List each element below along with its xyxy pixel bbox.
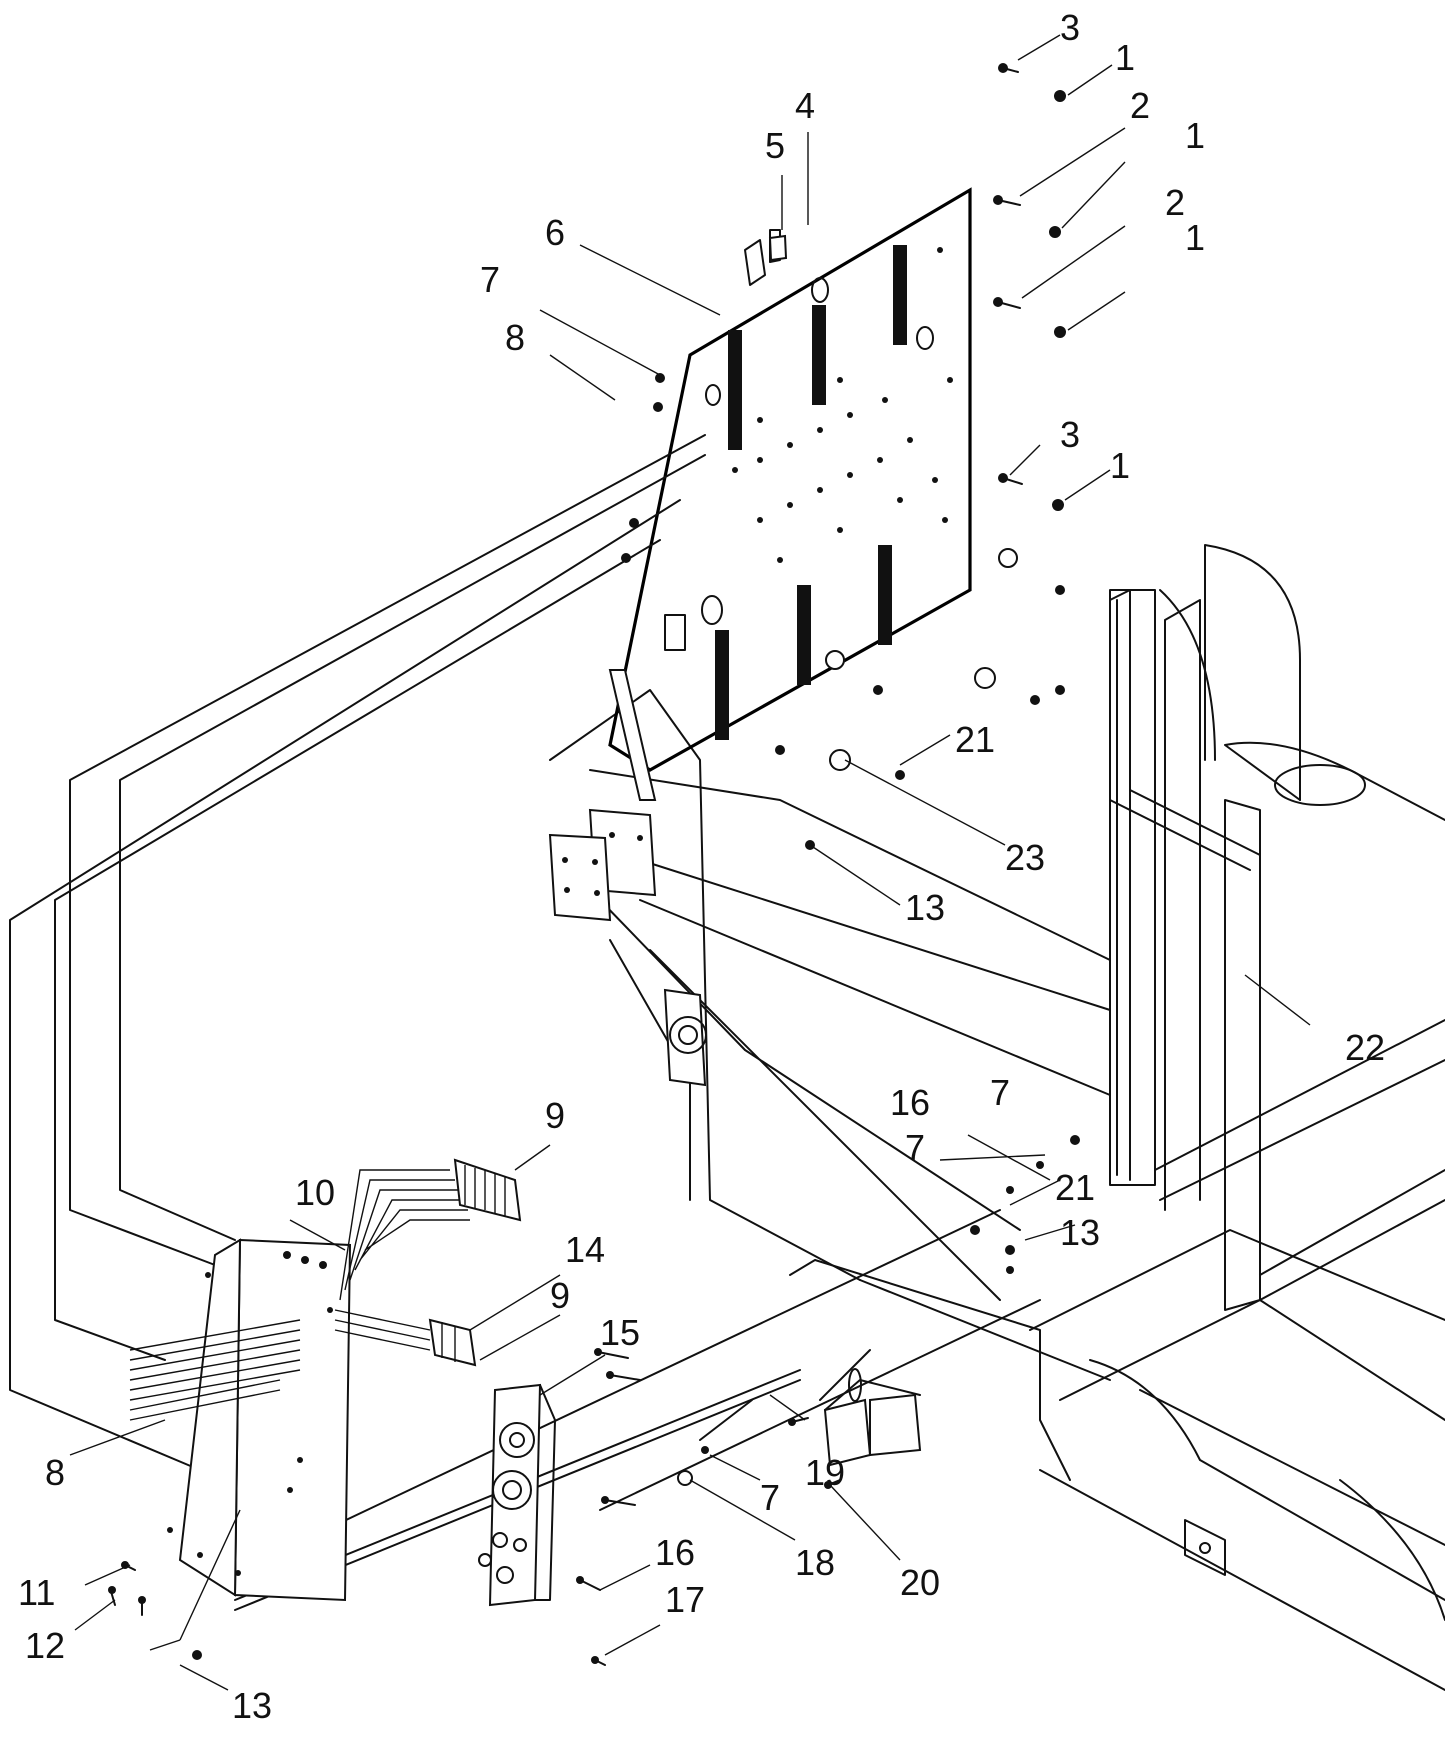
callout-14: 14 xyxy=(565,1229,605,1270)
callout-10: 10 xyxy=(295,1172,335,1213)
callout-3: 3 xyxy=(1060,7,1080,48)
control-panel-plate xyxy=(478,1383,556,1607)
callout-20: 20 xyxy=(900,1562,940,1603)
misc-fasteners xyxy=(108,1135,1080,1666)
callout-18: 18 xyxy=(795,1542,835,1583)
callout-4: 4 xyxy=(795,85,815,126)
callout-21: 21 xyxy=(955,719,995,760)
callout-8: 8 xyxy=(505,317,525,358)
callout-7: 7 xyxy=(905,1127,925,1168)
callout-21: 21 xyxy=(1055,1167,1095,1208)
callout-23: 23 xyxy=(1005,837,1045,878)
callout-13: 13 xyxy=(905,887,945,928)
cabinet-side-panel xyxy=(548,689,1111,1381)
callout-9: 9 xyxy=(545,1095,565,1136)
chip-row-5 xyxy=(797,585,811,685)
callout-15: 15 xyxy=(600,1312,640,1353)
callout-3: 3 xyxy=(1060,414,1080,455)
callout-13: 13 xyxy=(1060,1212,1100,1253)
leader-lines xyxy=(69,34,1311,1691)
callout-1: 1 xyxy=(1110,445,1130,486)
callout-19: 19 xyxy=(805,1452,845,1493)
chip-row-6 xyxy=(878,545,892,645)
connector-9-upper xyxy=(453,1158,522,1222)
callout-16: 16 xyxy=(655,1532,695,1573)
callout-12: 12 xyxy=(25,1625,65,1666)
callout-5: 5 xyxy=(765,125,785,166)
callout-7: 7 xyxy=(990,1072,1010,1113)
circuit-board-panel xyxy=(608,187,1065,850)
duct-assembly xyxy=(789,1259,1071,1481)
callout-7: 7 xyxy=(480,259,500,300)
callout-13: 13 xyxy=(232,1685,272,1726)
callout-8: 8 xyxy=(45,1452,65,1493)
cabinet-frame xyxy=(1029,544,1445,1691)
callout-9: 9 xyxy=(550,1275,570,1316)
callout-1: 1 xyxy=(1185,217,1205,258)
callout-11: 11 xyxy=(18,1572,55,1613)
connector-bracket xyxy=(167,1238,352,1602)
callout-6: 6 xyxy=(545,212,565,253)
chip-row-2 xyxy=(812,305,826,405)
callout-1: 1 xyxy=(1185,115,1205,156)
chip-row-4 xyxy=(715,630,729,740)
callout-1: 1 xyxy=(1115,37,1135,78)
harness-wires xyxy=(129,1169,470,1421)
board-screws xyxy=(993,63,1066,511)
callout-7: 7 xyxy=(760,1477,780,1518)
callout-labels: 3 1 2 1 2 1 4 5 6 7 8 3 1 21 23 13 22 16… xyxy=(18,7,1385,1726)
callout-16: 16 xyxy=(890,1082,930,1123)
connector-9-lower xyxy=(428,1318,477,1367)
callout-2: 2 xyxy=(1130,85,1150,126)
callout-17: 17 xyxy=(665,1579,705,1620)
chip-row-3 xyxy=(893,245,907,345)
chip-row-1 xyxy=(728,330,742,450)
callout-22: 22 xyxy=(1345,1027,1385,1068)
callout-2: 2 xyxy=(1165,182,1185,223)
